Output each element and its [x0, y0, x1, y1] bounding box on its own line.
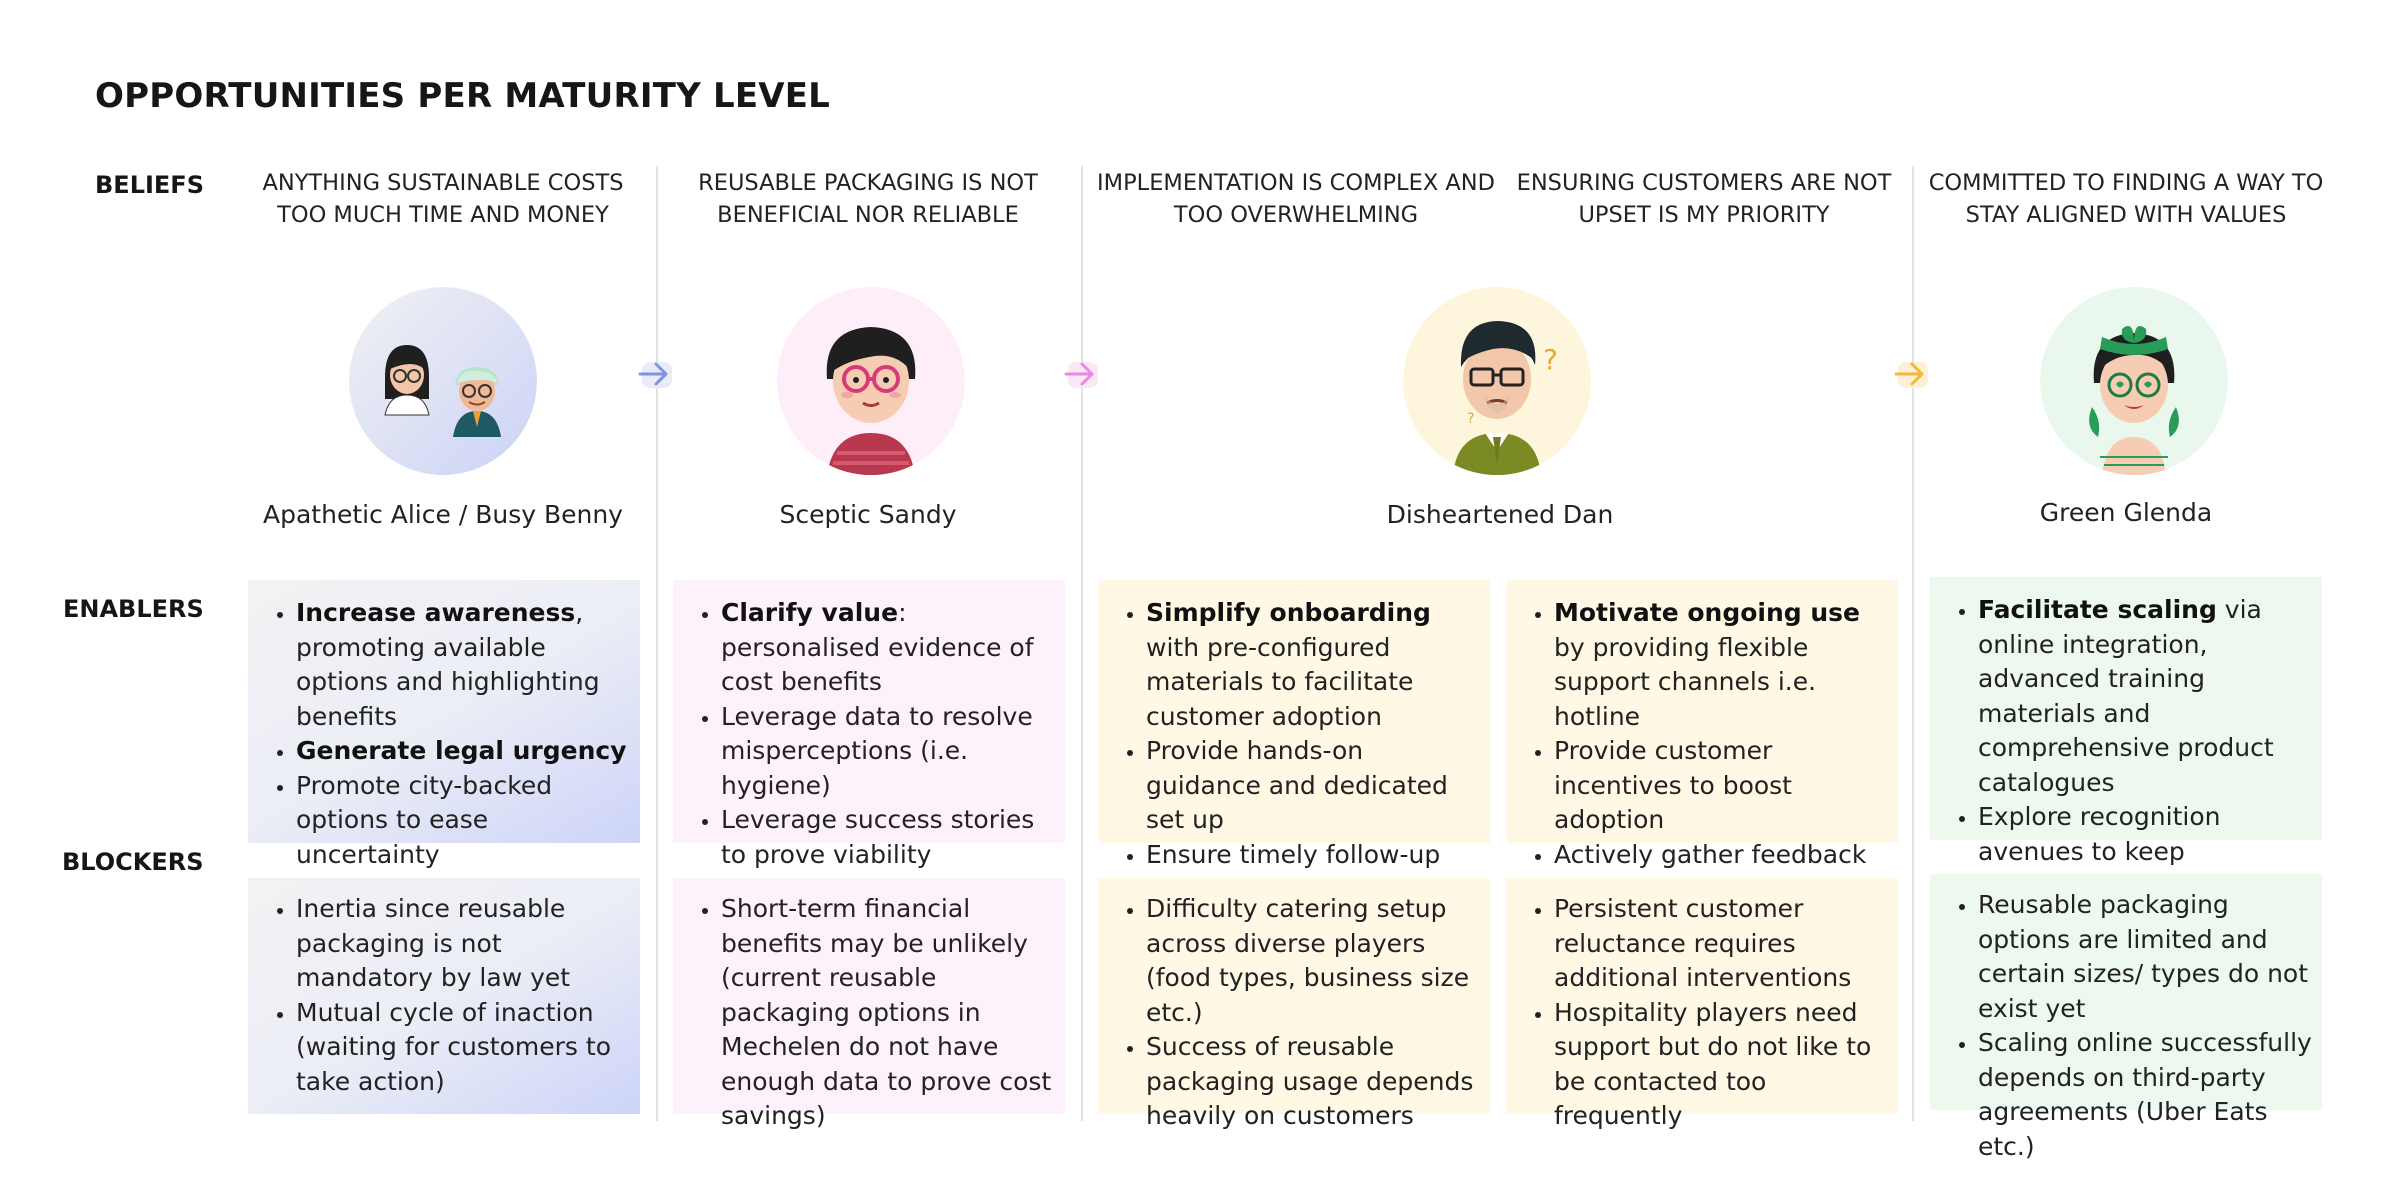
list-item: Hospitality players need support but do … — [1554, 996, 1888, 1134]
enablers-box-glenda: Facilitate scaling via online integratio… — [1930, 577, 2322, 900]
enablers-box-dan-1: Simplify onboarding with pre-configured … — [1098, 580, 1490, 869]
list-item: Promote city-backed options to ease unce… — [296, 769, 630, 873]
list-item: Ensure timely follow-up — [1146, 838, 1480, 873]
list-item: Motivate ongoing use by providing flexib… — [1554, 596, 1888, 734]
blockers-box-dan-1: Difficulty catering setup across diverse… — [1098, 878, 1490, 1130]
list-item: Difficulty catering setup across diverse… — [1146, 892, 1480, 1030]
avatar-green-glenda — [2040, 287, 2228, 475]
list-item: Leverage data to resolve misperceptions … — [721, 700, 1055, 804]
list-item: Success of reusable packaging usage depe… — [1146, 1030, 1480, 1134]
list-item: Increase awareness, promoting available … — [296, 596, 630, 734]
list-item: Simplify onboarding with pre-configured … — [1146, 596, 1480, 734]
list-item: Reusable packaging options are limited a… — [1978, 888, 2312, 1026]
persona-name-dan: Disheartened Dan — [1386, 500, 1614, 529]
arrow-right-icon — [1062, 354, 1102, 394]
avatar-disheartened-dan: ? ? — [1403, 287, 1591, 475]
list-item: Provide customer incentives to boost ado… — [1554, 734, 1888, 838]
list-item: Clarify value: personalised evidence of … — [721, 596, 1055, 700]
arrow-right-icon — [636, 354, 676, 394]
list-item: Leverage success stories to prove viabil… — [721, 803, 1055, 872]
page-title: OPPORTUNITIES PER MATURITY LEVEL — [95, 76, 831, 116]
list-item: Inertia since reusable packaging is not … — [296, 892, 630, 996]
list-item: Facilitate scaling via online integratio… — [1978, 593, 2312, 800]
list-item: Scaling online successfully depends on t… — [1978, 1026, 2312, 1164]
column-divider — [656, 166, 658, 1121]
svg-text:?: ? — [1543, 343, 1558, 376]
svg-text:?: ? — [1467, 411, 1474, 427]
row-label-enablers: ENABLERS — [63, 595, 204, 623]
persona-name-glenda: Green Glenda — [2039, 498, 2213, 527]
persona-name-sandy: Sceptic Sandy — [779, 500, 957, 529]
avatar-sceptic-sandy — [777, 287, 965, 475]
column-divider — [1912, 166, 1914, 1121]
enablers-box-alice-benny: Increase awareness, promoting available … — [248, 580, 640, 869]
enablers-box-dan-2: Motivate ongoing use by providing flexib… — [1506, 580, 1898, 938]
list-item: Mutual cycle of inaction (waiting for cu… — [296, 996, 630, 1100]
list-item: Provide hands-on guidance and dedicated … — [1146, 734, 1480, 838]
list-item: Generate legal urgency — [296, 734, 630, 769]
list-item: Short-term financial benefits may be unl… — [721, 892, 1055, 1134]
blockers-box-dan-2: Persistent customer reluctance requires … — [1506, 878, 1898, 1130]
column-divider — [1081, 166, 1083, 1121]
blockers-box-sandy: Short-term financial benefits may be unl… — [673, 878, 1065, 1130]
blockers-box-glenda: Reusable packaging options are limited a… — [1930, 874, 2322, 1161]
blockers-box-alice-benny: Inertia since reusable packaging is not … — [248, 878, 640, 1114]
arrow-right-icon — [1892, 354, 1932, 394]
list-item: Persistent customer reluctance requires … — [1554, 892, 1888, 996]
avatar-alice-benny — [349, 287, 537, 475]
enablers-box-sandy: Clarify value: personalised evidence of … — [673, 580, 1065, 869]
persona-name-alice-benny: Apathetic Alice / Busy Benny — [263, 500, 623, 529]
row-label-beliefs: BELIEFS — [95, 171, 204, 199]
row-label-blockers: BLOCKERS — [62, 848, 204, 876]
